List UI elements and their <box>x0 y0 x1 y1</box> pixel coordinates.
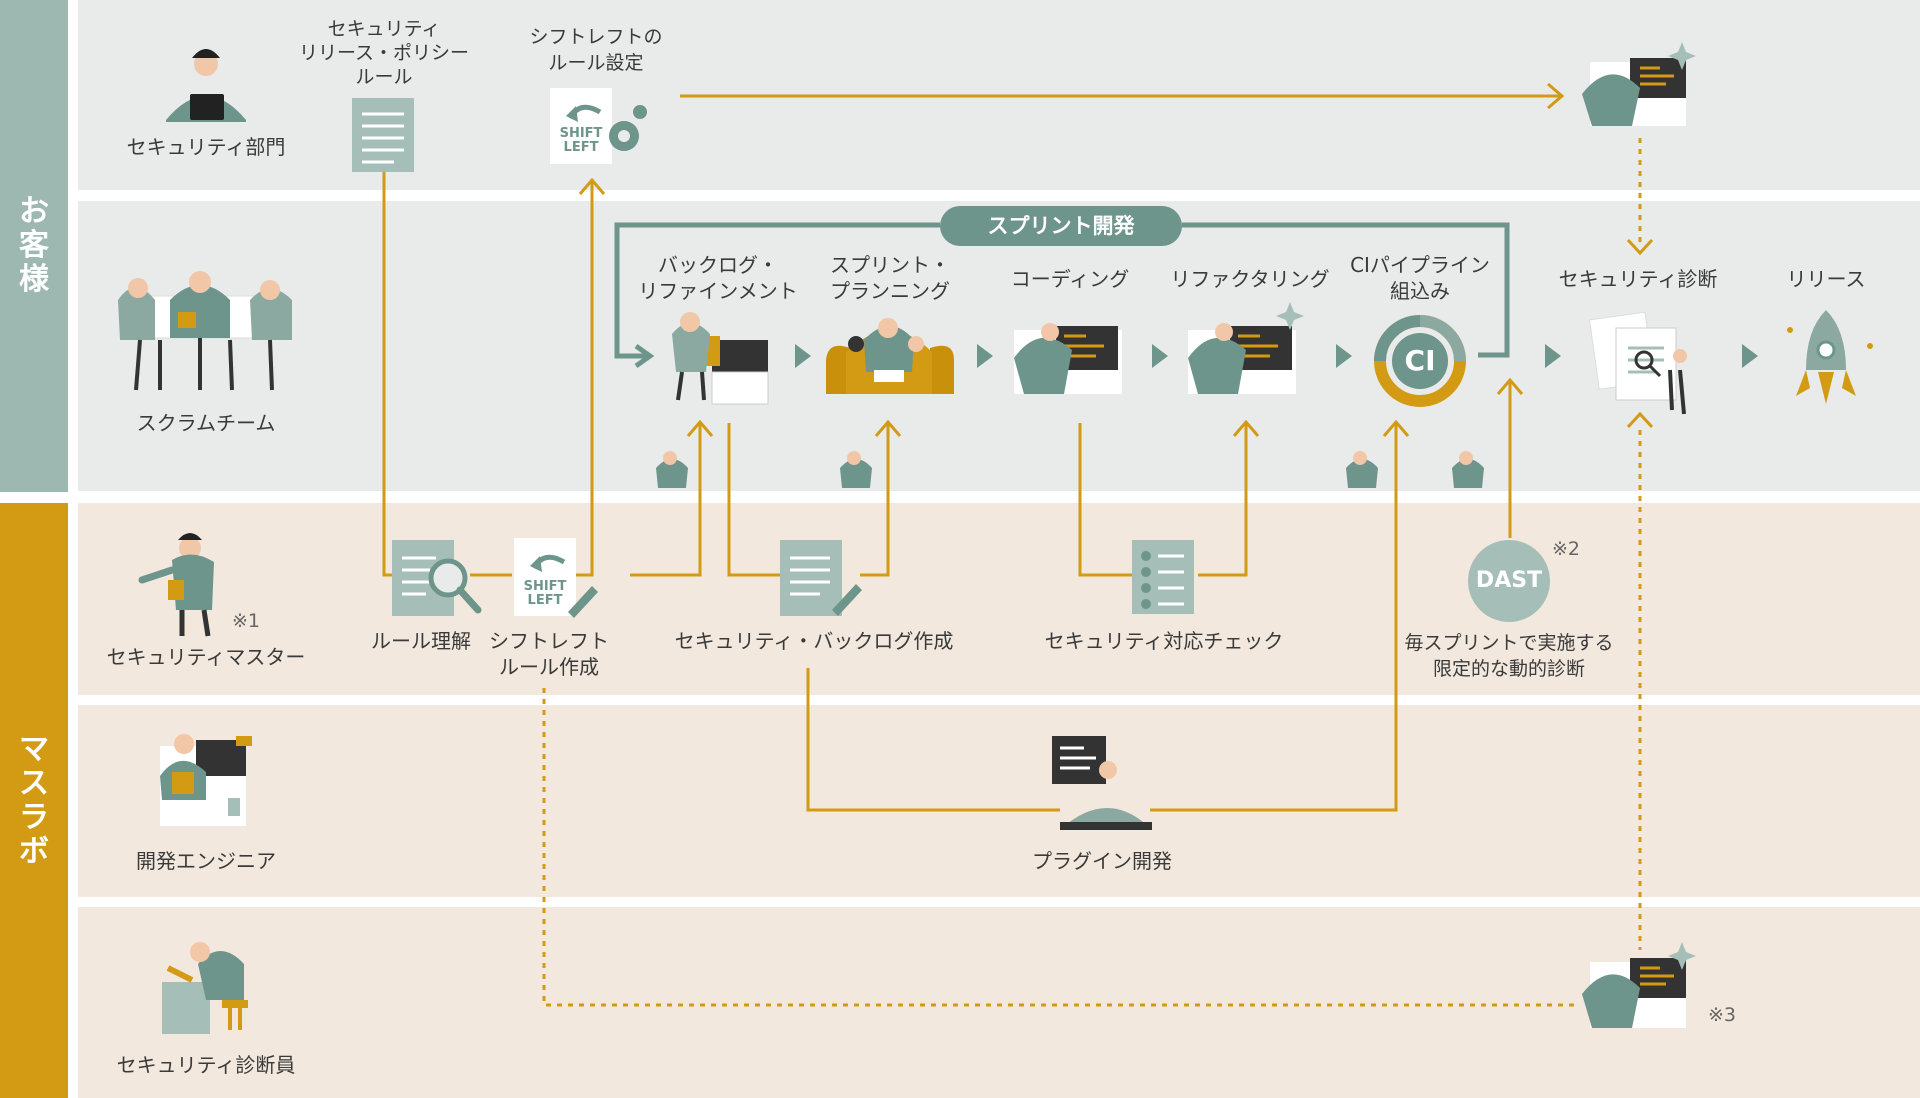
dev-engineer-icon <box>160 734 252 826</box>
step-ci-label-2: 組込み <box>1390 279 1450 303</box>
step-coding-label: コーディング <box>1010 267 1130 291</box>
step-backlog-label-1: バックログ・ <box>658 253 778 277</box>
shiftleft-rule-label-2: ルール設定 <box>548 52 644 74</box>
plugin-dev-icon <box>1052 736 1152 830</box>
shift-left-create-text-1: SHIFT <box>523 579 567 594</box>
shift-left-top-text-1: SHIFT <box>559 126 603 141</box>
flow-lines <box>382 82 1565 812</box>
shift-left-create-text-2: LEFT <box>527 593 563 608</box>
dast-desc-1: 毎スプリントで実施する <box>1404 632 1614 654</box>
role-security-dept: セキュリティ部門 <box>126 135 286 159</box>
security-check-icon <box>1132 540 1194 614</box>
diagnostician-station-icon <box>1582 942 1696 1028</box>
policy-document-icon <box>352 98 414 172</box>
note-1: ※1 <box>232 610 261 632</box>
policy-label-2: リリース・ポリシー <box>298 42 470 64</box>
sprint-development-pill: スプリント開発 <box>940 206 1182 246</box>
dast-icon <box>1468 540 1550 622</box>
shift-left-create-icon <box>514 538 598 618</box>
note-3: ※3 <box>1708 1004 1737 1026</box>
shiftleft-create-label-2: ルール作成 <box>499 655 599 679</box>
step-ci-label-1: CIパイプライン <box>1350 253 1490 277</box>
dast-text: DAST <box>1475 568 1543 593</box>
security-check-label: セキュリティ対応チェック <box>1044 629 1284 653</box>
shiftleft-rule-label-1: シフトレフトの <box>529 26 663 48</box>
shiftleft-create-label-1: シフトレフト <box>489 629 609 653</box>
customer-side-label: お客様 <box>19 194 49 297</box>
role-security-master: セキュリティマスター <box>106 645 306 669</box>
security-diagnostician-icon <box>162 942 248 1034</box>
sprint-step-arrows <box>795 344 1758 368</box>
step-security-diagnosis-label: セキュリティ診断 <box>1558 267 1718 291</box>
backlog-create-icon <box>780 540 862 616</box>
maslab-side-label: マスラボ <box>19 731 49 869</box>
ci-pipeline-icon <box>1374 315 1466 407</box>
step-planning-label-2: プランニング <box>830 279 950 303</box>
backlog-refinement-icon <box>672 312 769 405</box>
lane-security-master <box>78 503 1920 695</box>
role-security-diagnostician: セキュリティ診断員 <box>116 1053 296 1077</box>
plugin-dev-label: プラグイン開発 <box>1032 849 1172 873</box>
role-scrum-team: スクラムチーム <box>136 411 276 435</box>
ci-text: CI <box>1404 344 1436 377</box>
rule-understanding-label: ルール理解 <box>371 629 471 653</box>
step-release-label: リリース <box>1786 267 1866 291</box>
policy-label-3: ルール <box>355 66 413 88</box>
dast-desc-2: 限定的な動的診断 <box>1432 658 1586 680</box>
release-engineer-icon <box>1582 42 1696 126</box>
backlog-create-label: セキュリティ・バックログ作成 <box>674 629 954 653</box>
sprint-planning-icon <box>826 318 954 394</box>
coding-icon <box>1014 323 1122 394</box>
shift-left-setting-icon <box>550 88 647 164</box>
scrum-team-icon <box>118 271 292 391</box>
sprint-frame <box>614 222 1510 359</box>
rocket-icon <box>1787 310 1873 404</box>
refactoring-icon <box>1188 302 1304 394</box>
step-backlog-label-2: リファインメント <box>638 279 798 303</box>
shift-left-top-text-2: LEFT <box>563 140 599 155</box>
role-dev-engineer: 開発エンジニア <box>136 849 276 873</box>
step-planning-label-1: スプリント・ <box>830 253 950 277</box>
security-diagnosis-icon <box>1588 311 1687 415</box>
policy-label-1: セキュリティ <box>327 18 441 40</box>
note-2: ※2 <box>1552 538 1581 560</box>
rule-understanding-icon <box>392 540 482 616</box>
lane-dev-engineer <box>78 705 1920 897</box>
step-refactoring-label: リファクタリング <box>1170 267 1330 291</box>
customer-band <box>0 0 68 492</box>
maslab-band <box>0 503 68 1098</box>
security-dept-person-icon <box>166 49 246 122</box>
helper-person-icons <box>656 459 1484 488</box>
security-master-icon <box>138 533 214 637</box>
dotted-flow-lines <box>542 138 1642 1007</box>
